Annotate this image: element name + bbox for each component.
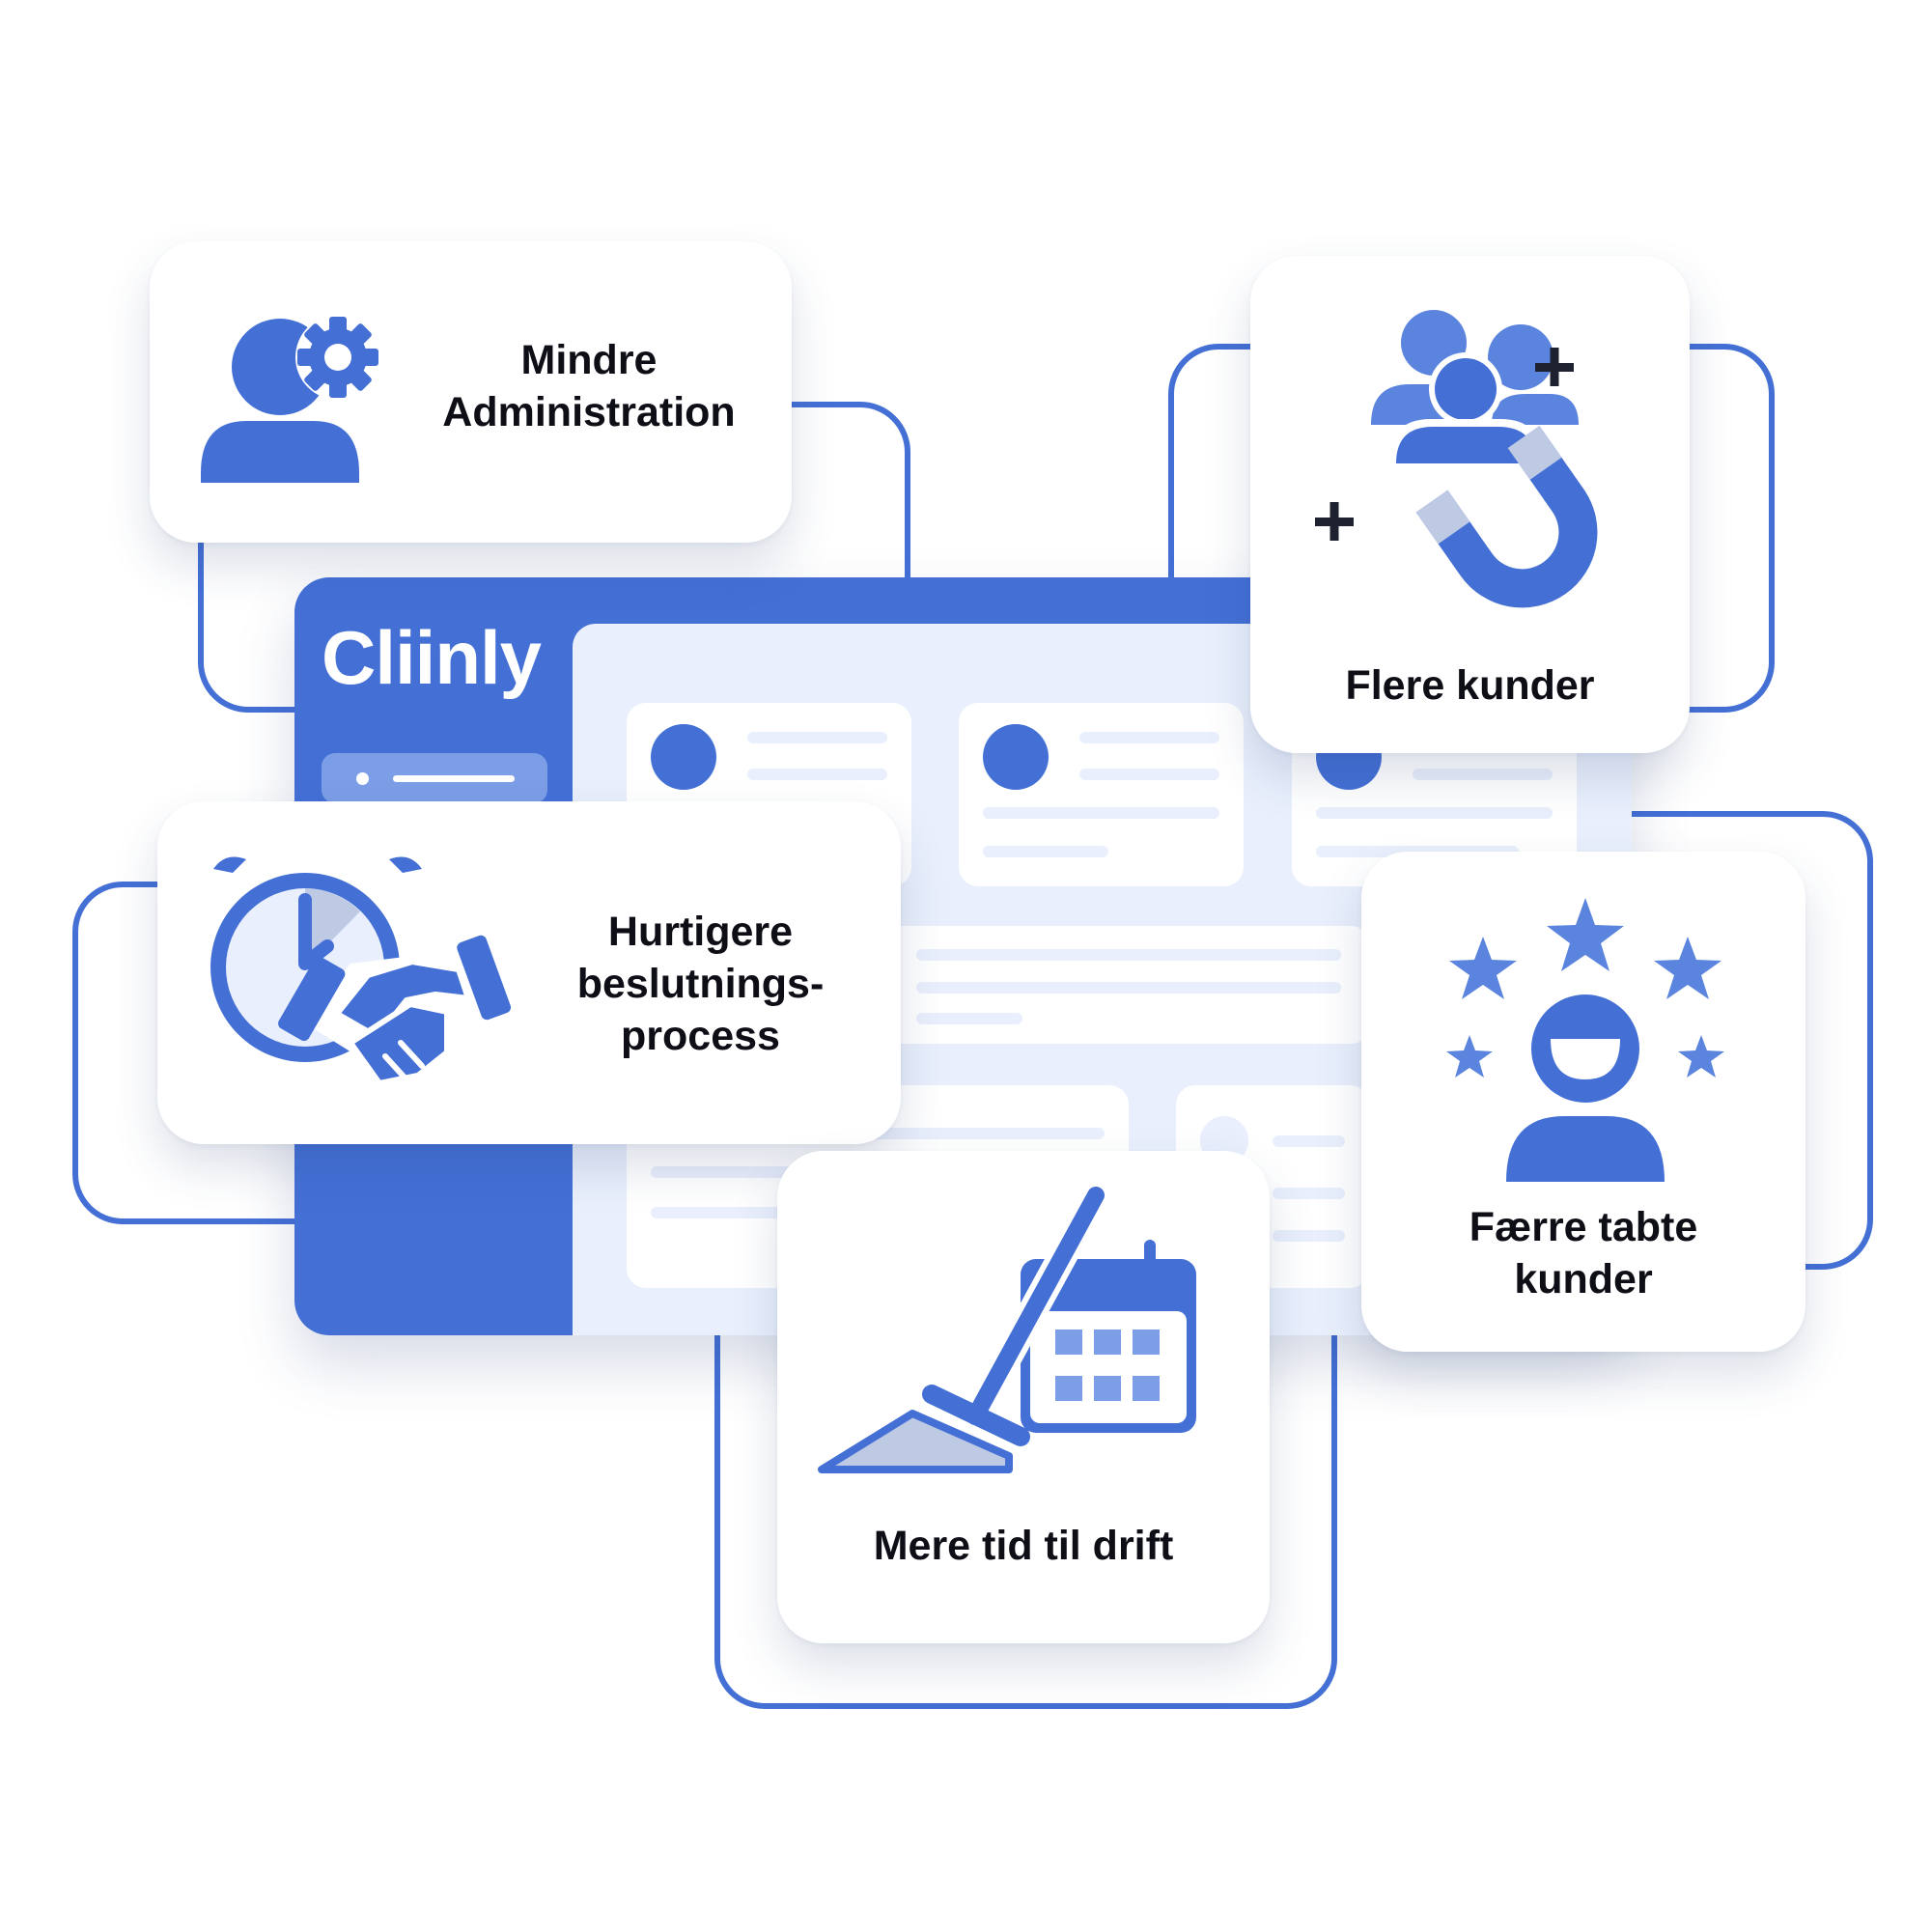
placeholder-line bbox=[1273, 1230, 1345, 1242]
placeholder-line bbox=[1413, 769, 1553, 780]
placeholder-line bbox=[1273, 1188, 1345, 1199]
sidebar-item-dot bbox=[356, 772, 369, 785]
feature-card-mere-tid-til-drift: Mere tid til drift bbox=[777, 1151, 1270, 1643]
placeholder-line bbox=[916, 1013, 1022, 1024]
feature-card-mindre-administration: Mindre Administration bbox=[150, 241, 792, 543]
broom-calendar-icon bbox=[818, 1181, 1196, 1473]
placeholder-line bbox=[916, 949, 1341, 961]
customer-magnet-icon bbox=[1315, 310, 1598, 608]
feature-card-flere-kunder: Flere kunder bbox=[1250, 256, 1690, 753]
sidebar-item-active bbox=[322, 753, 547, 803]
feature-label: Flere kunder bbox=[1345, 662, 1595, 709]
feature-card-faerre-tabte-kunder: Færre tabte kunder bbox=[1361, 852, 1805, 1352]
placeholder-line bbox=[1079, 769, 1219, 780]
sidebar-item-bar bbox=[393, 775, 515, 782]
placeholder-line bbox=[983, 846, 1108, 857]
placeholder-line bbox=[747, 732, 887, 743]
stopwatch-handshake-icon bbox=[210, 856, 512, 1086]
feature-label: Mere tid til drift bbox=[873, 1523, 1174, 1569]
placeholder-line bbox=[1316, 807, 1553, 819]
placeholder-line bbox=[1273, 1135, 1345, 1147]
placeholder-line bbox=[983, 807, 1219, 819]
app-logo: Cliinly bbox=[322, 615, 542, 700]
placeholder-line bbox=[916, 982, 1341, 994]
placeholder-avatar bbox=[983, 724, 1049, 790]
feature-card-hurtigere-beslutningsprocess: Hurtigere beslutnings- process bbox=[157, 801, 901, 1144]
feature-label: Færre tabte kunder bbox=[1469, 1204, 1698, 1302]
placeholder-line bbox=[1079, 732, 1219, 743]
happy-customer-stars-icon bbox=[1446, 898, 1724, 1182]
user-gear-icon bbox=[201, 315, 380, 483]
feature-label: Mindre Administration bbox=[442, 337, 736, 435]
feature-label: Hurtigere beslutnings- process bbox=[576, 909, 825, 1059]
placeholder-avatar bbox=[651, 724, 716, 790]
placeholder-line bbox=[747, 769, 887, 780]
placeholder-card bbox=[959, 703, 1244, 886]
